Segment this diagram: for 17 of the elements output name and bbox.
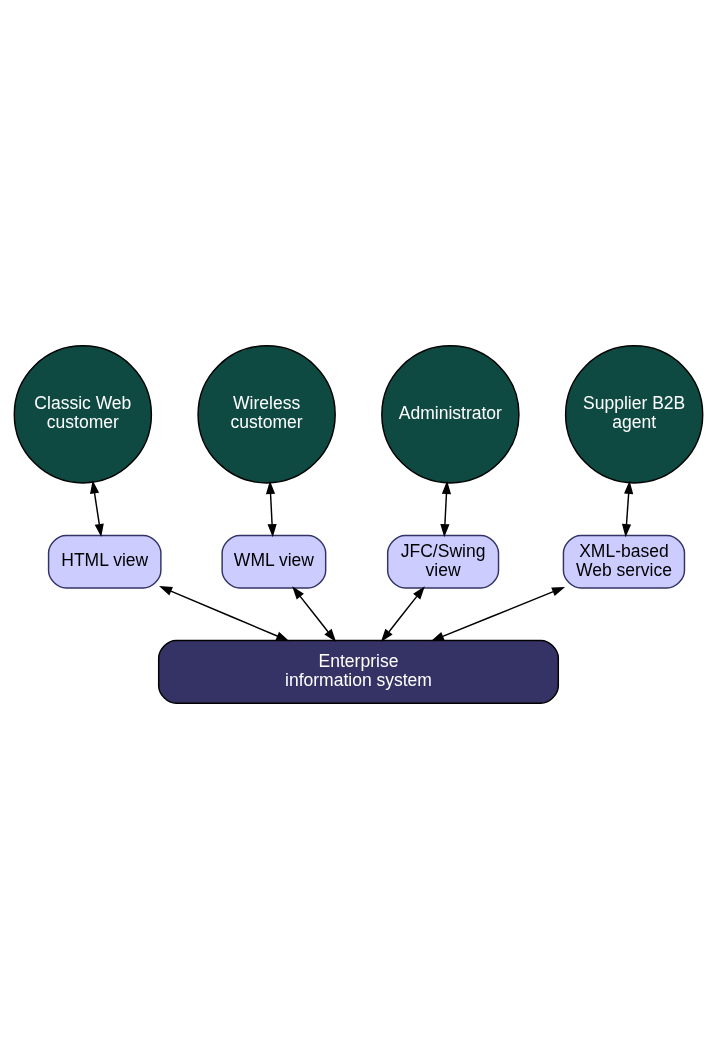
arrow: [621, 480, 634, 538]
node-circle: Wireless customer: [197, 345, 336, 484]
arrow: [440, 480, 452, 538]
arrow: [430, 586, 566, 642]
node-box: XML-based Web service: [562, 534, 686, 589]
arrow: [159, 586, 290, 642]
node-circle: Classic Web customer: [13, 345, 153, 484]
node-box: JFC/Swing view: [386, 534, 500, 589]
arrow: [292, 586, 337, 642]
node-box: HTML view: [47, 534, 162, 589]
node-box: Enterprise information system: [157, 639, 560, 704]
node-box: WML view: [221, 534, 327, 589]
node-circle: Administrator: [381, 345, 520, 484]
node-circle: Supplier B2B agent: [564, 345, 704, 484]
arrow: [265, 480, 277, 538]
arrow: [90, 480, 104, 538]
arrow: [380, 586, 425, 642]
